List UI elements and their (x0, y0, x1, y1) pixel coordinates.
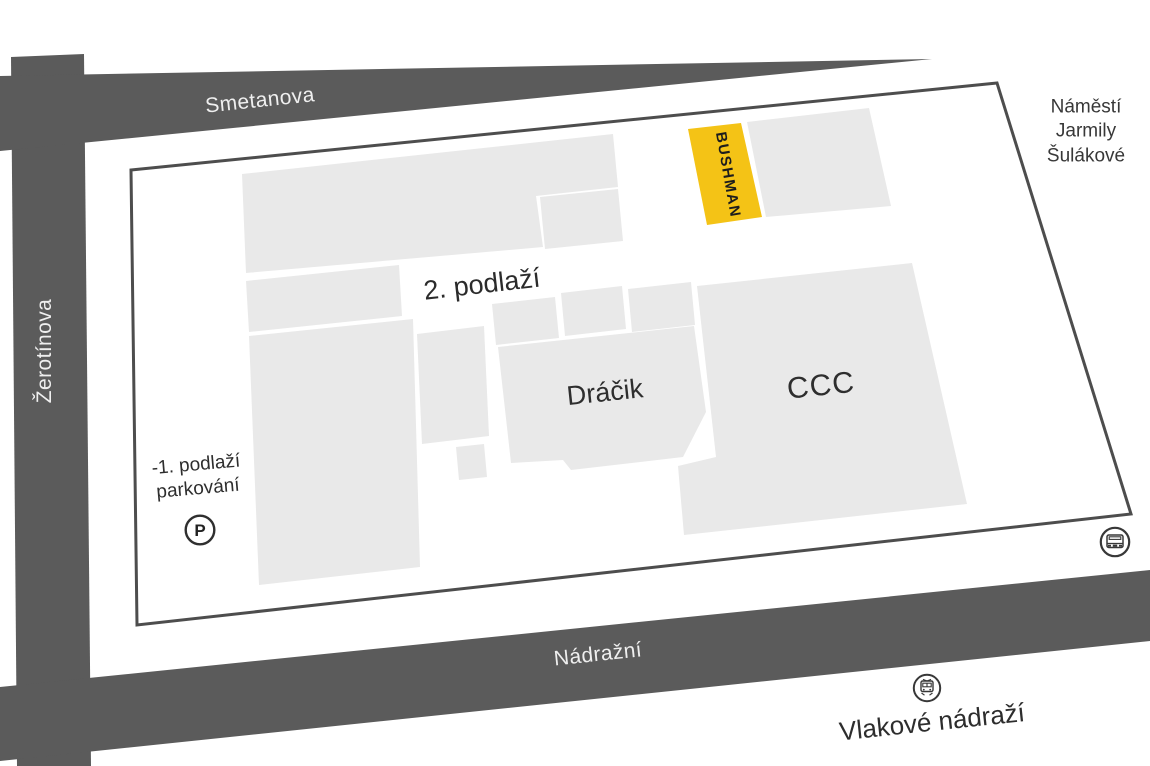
room-top-right (747, 108, 891, 217)
street-zerotinova-shape (11, 54, 91, 766)
store-dracik-shape[interactable] (498, 326, 706, 470)
room-center-small-3 (628, 282, 695, 332)
room-small-square (456, 444, 487, 480)
room-left-mid (417, 326, 489, 444)
parking-icon-letter: P (194, 521, 205, 540)
street-nadrazni-shape (0, 570, 1150, 761)
parking-level-label: -1. podlaží parkování (150, 450, 242, 503)
store-label-ccc[interactable]: CCC (785, 365, 857, 406)
street-label-zerotinova: Žerotínova (32, 298, 56, 404)
rooms (242, 108, 967, 585)
room-left-tall (249, 319, 420, 585)
room-top-center-small (540, 189, 623, 249)
room-top-left-large (242, 134, 618, 273)
room-center-small-1 (492, 297, 559, 345)
store-bushman-shape[interactable] (688, 123, 762, 225)
tram-icon (912, 673, 942, 703)
parking-icon: P (184, 514, 216, 546)
square-landmark-label: Náměstí Jarmily Šulákové (1046, 96, 1126, 167)
parking-icon-circle (184, 514, 216, 546)
room-center-small-2 (561, 286, 626, 336)
room-left-row2 (246, 265, 402, 332)
streets (0, 54, 1150, 766)
store-ccc-shape[interactable] (678, 263, 967, 535)
bus-icon (1099, 526, 1131, 558)
street-smetanova-shape (0, 59, 932, 151)
